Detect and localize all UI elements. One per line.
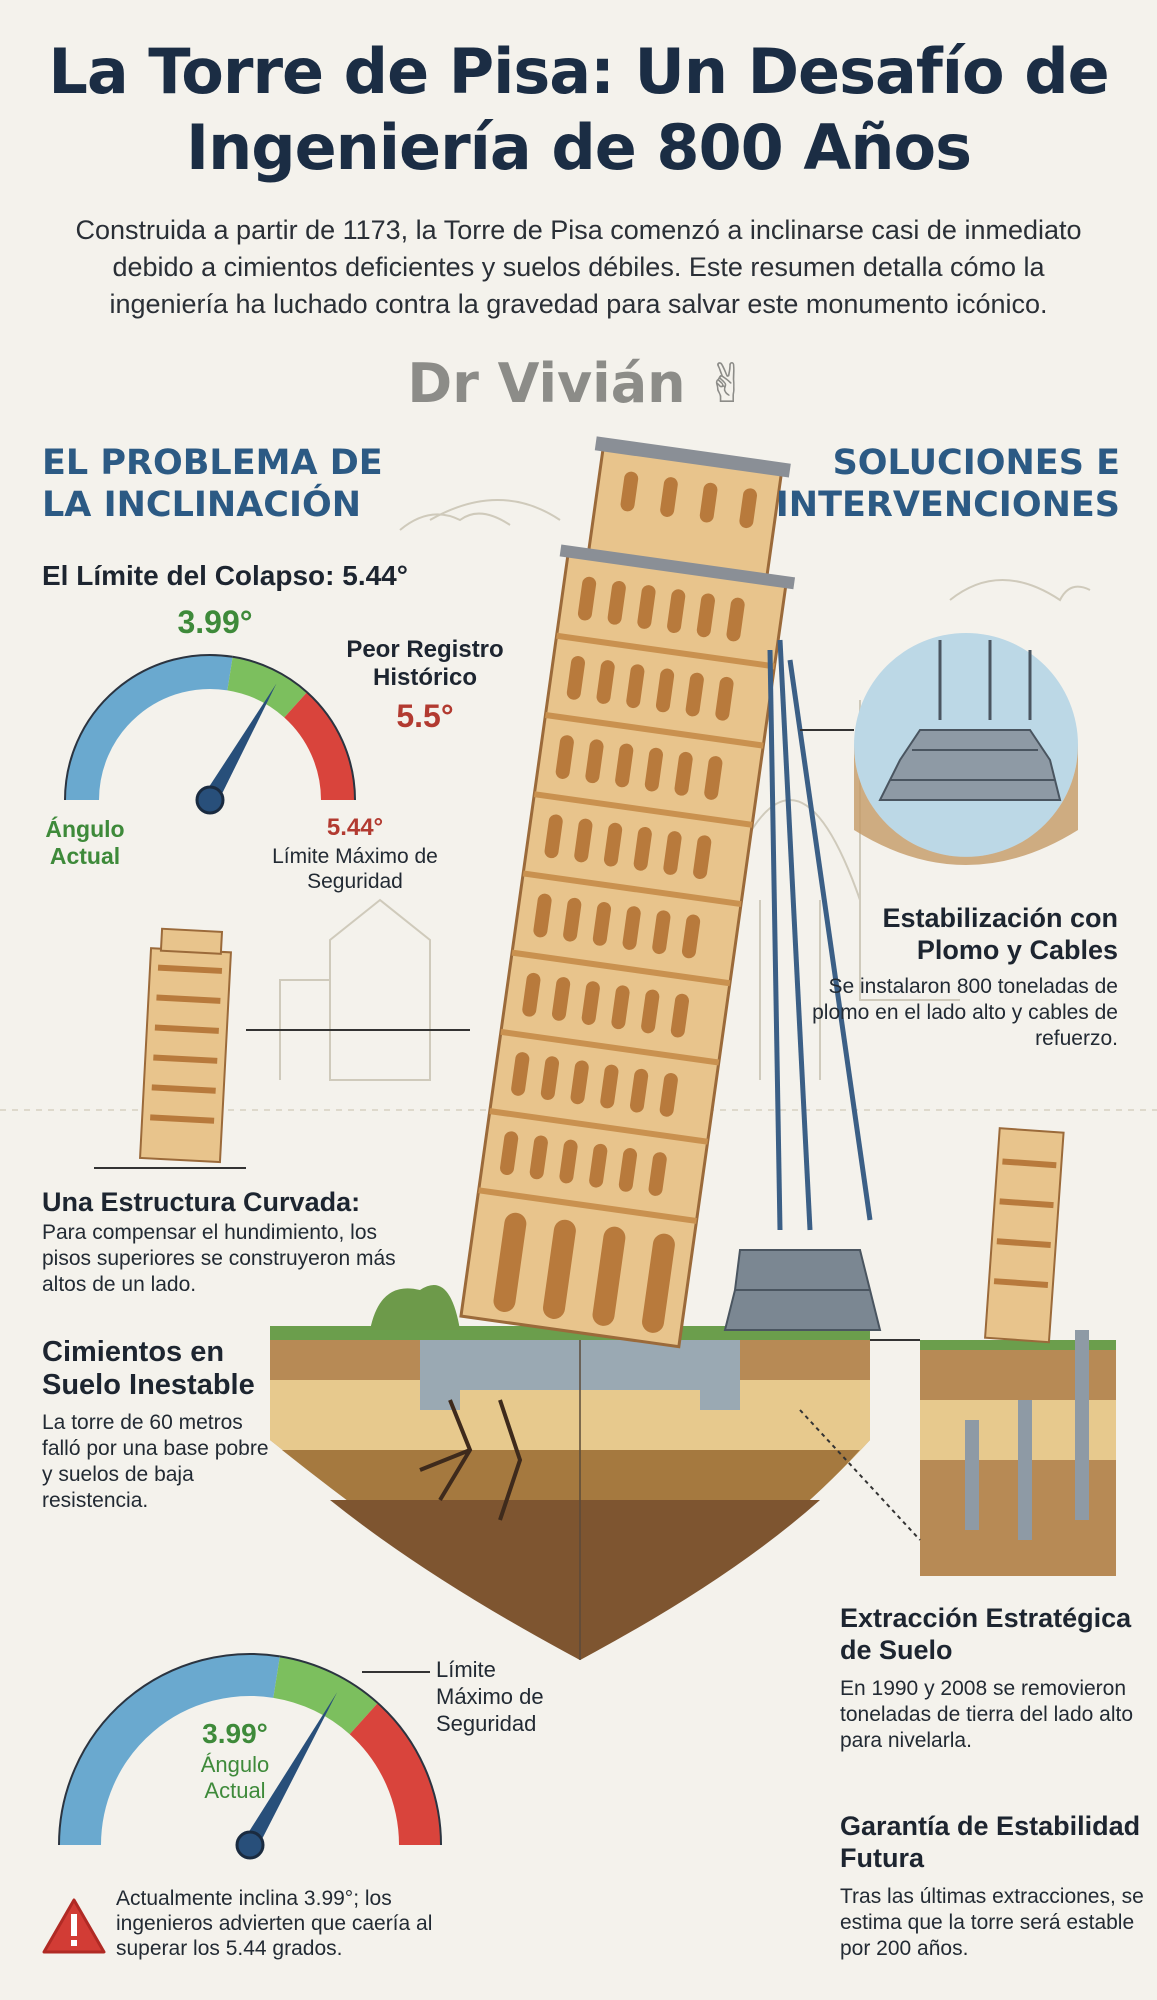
gauge-danger-arc [349, 1703, 441, 1846]
lead-stabilization-title: Estabilización con Plomo y Cables [882, 903, 1118, 965]
curved-structure-title: Una Estructura Curvada: [42, 1187, 361, 1217]
lead-blocks-inset [800, 633, 1078, 865]
warning-text: Actualmente inclina 3.99°; los ingeniero… [116, 1887, 433, 1960]
collapse-limit-heading: El Límite del Colapso: 5.44° [42, 560, 408, 591]
bush [370, 1285, 460, 1330]
gauge-current-value: 3.99° [177, 604, 253, 640]
tilt-gauge-bottom [58, 1653, 442, 1860]
foundations-text: La torre de 60 metros falló por una base… [42, 1411, 269, 1512]
gauge-needle [243, 1692, 338, 1849]
soil-extraction-title: Extracción Estratégica de Suelo [840, 1603, 1132, 1665]
tilt-gauge-top [64, 654, 356, 815]
curved-structure-text: Para compensar el hundimiento, los pisos… [42, 1221, 396, 1296]
gauge-safe-arc [65, 655, 233, 801]
future-stability-text: Tras las últimas extracciones, se estima… [840, 1885, 1144, 1960]
current-angle-label: Ángulo Actual [45, 816, 125, 869]
main-tower-illustration [459, 436, 796, 1349]
lead-stabilization-text: Se instalaron 800 toneladas de plomo en … [812, 975, 1118, 1050]
lead-counterweight [723, 639, 882, 1331]
foundations-title: Cimientos en Suelo Inestable [42, 1336, 255, 1401]
gauge-bottom-current-value: 3.99° [202, 1718, 268, 1749]
curved-tower-illustration [139, 927, 232, 1164]
worst-record-value: 5.5° [396, 698, 454, 734]
gauge-hub [235, 1830, 265, 1860]
gauge-bottom-angle-label: Ángulo Actual [200, 1752, 270, 1803]
ground-cross-section [270, 1326, 870, 1660]
gauge-caution-arc [226, 656, 308, 718]
intro-paragraph: Construida a partir de 1173, la Torre de… [75, 215, 1082, 319]
max-limit-label: Límite Máximo de Seguridad [272, 845, 438, 893]
warning-triangle-icon [42, 1898, 106, 1954]
section-heading-problem: EL PROBLEMA DE LA INCLINACIÓN [42, 443, 383, 525]
max-limit-value: 5.44° [326, 814, 384, 841]
soil-extraction-panel [799, 1127, 1116, 1576]
worst-record-label: Peor Registro Histórico [346, 636, 504, 691]
gauge-needle [203, 683, 277, 804]
page-title: La Torre de Pisa: Un Desafío de Ingenier… [48, 35, 1109, 184]
gauge-danger-arc [283, 692, 355, 801]
section-heading-solutions: SOLUCIONES E INTERVENCIONES [775, 443, 1120, 525]
soil-extraction-text: En 1990 y 2008 se removieron toneladas d… [840, 1677, 1134, 1752]
gauge-bottom-max-label: Límite Máximo de Seguridad [436, 1657, 544, 1736]
gauge-safe-arc [59, 1654, 280, 1846]
gauge-caution-arc [272, 1656, 378, 1735]
gauge-hub [195, 785, 225, 815]
future-stability-title: Garantía de Estabilidad Futura [840, 1811, 1141, 1873]
author-signature: Dr Vivián ✌ [407, 352, 750, 415]
